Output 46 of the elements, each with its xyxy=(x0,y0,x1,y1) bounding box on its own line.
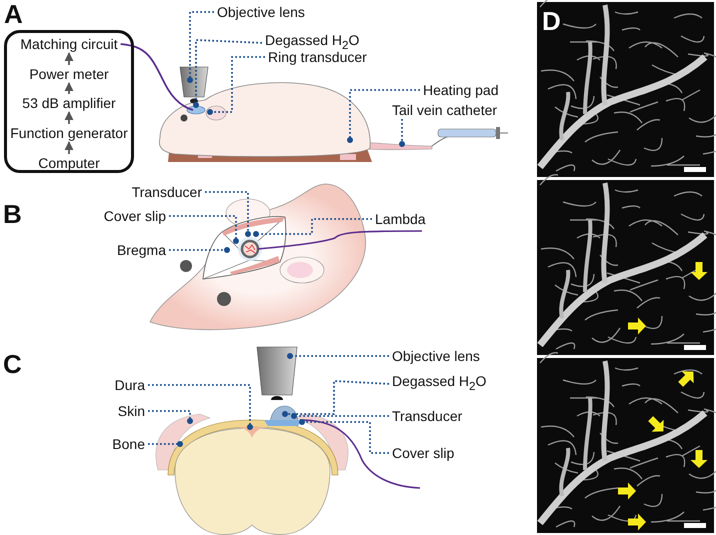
panel-label: D xyxy=(542,7,561,35)
component-label: Function generator xyxy=(10,125,128,141)
arrow xyxy=(64,82,74,94)
instrument-panel xyxy=(4,30,134,173)
leader-line xyxy=(193,39,262,108)
callout-label: Skin xyxy=(118,403,145,419)
arrow xyxy=(64,111,74,124)
callout-label: Transducer xyxy=(132,184,202,200)
panel-label: C xyxy=(3,350,22,378)
callout-label: Cover slip xyxy=(104,208,166,224)
callout-label: Transducer xyxy=(392,408,462,424)
panel-label: B xyxy=(3,200,22,228)
leader-line xyxy=(287,353,389,359)
leader-line xyxy=(299,419,389,454)
leader-line xyxy=(282,380,390,417)
callout-label: Degassed H$_{2}$O xyxy=(392,373,486,395)
leader-line xyxy=(148,441,183,447)
component-label: Matching circuit xyxy=(20,36,118,52)
callout-label: Heating pad xyxy=(423,82,499,98)
arrow xyxy=(64,141,74,154)
leader-line xyxy=(205,191,251,237)
callout-label: Cover slip xyxy=(392,445,454,461)
leader-line xyxy=(291,413,389,419)
leader-line xyxy=(148,384,253,430)
callout-label: Lambda xyxy=(375,211,426,227)
cable xyxy=(120,43,194,111)
callout-label: Ring transducer xyxy=(268,49,367,65)
callout-label: Bregma xyxy=(116,242,166,258)
panel-label: A xyxy=(4,0,23,28)
callout-label: Bone xyxy=(112,436,145,452)
callout-label: Objective lens xyxy=(392,348,480,364)
callout-label: Objective lens xyxy=(217,4,305,20)
leader-line xyxy=(148,410,193,424)
leader-line xyxy=(169,247,230,253)
component-label: Computer xyxy=(38,155,100,171)
leader-line xyxy=(169,215,239,244)
arrow xyxy=(64,52,74,65)
leader-line xyxy=(207,56,265,115)
leader-line xyxy=(399,119,405,147)
leader-line xyxy=(253,218,372,237)
component-label: Power meter xyxy=(29,66,109,82)
callout-label: Dura xyxy=(114,377,145,393)
component-label: 53 dB amplifier xyxy=(22,95,116,111)
callout-label: Tail vein catheter xyxy=(392,102,498,118)
leader-line xyxy=(347,89,420,143)
leader-line xyxy=(187,11,214,83)
